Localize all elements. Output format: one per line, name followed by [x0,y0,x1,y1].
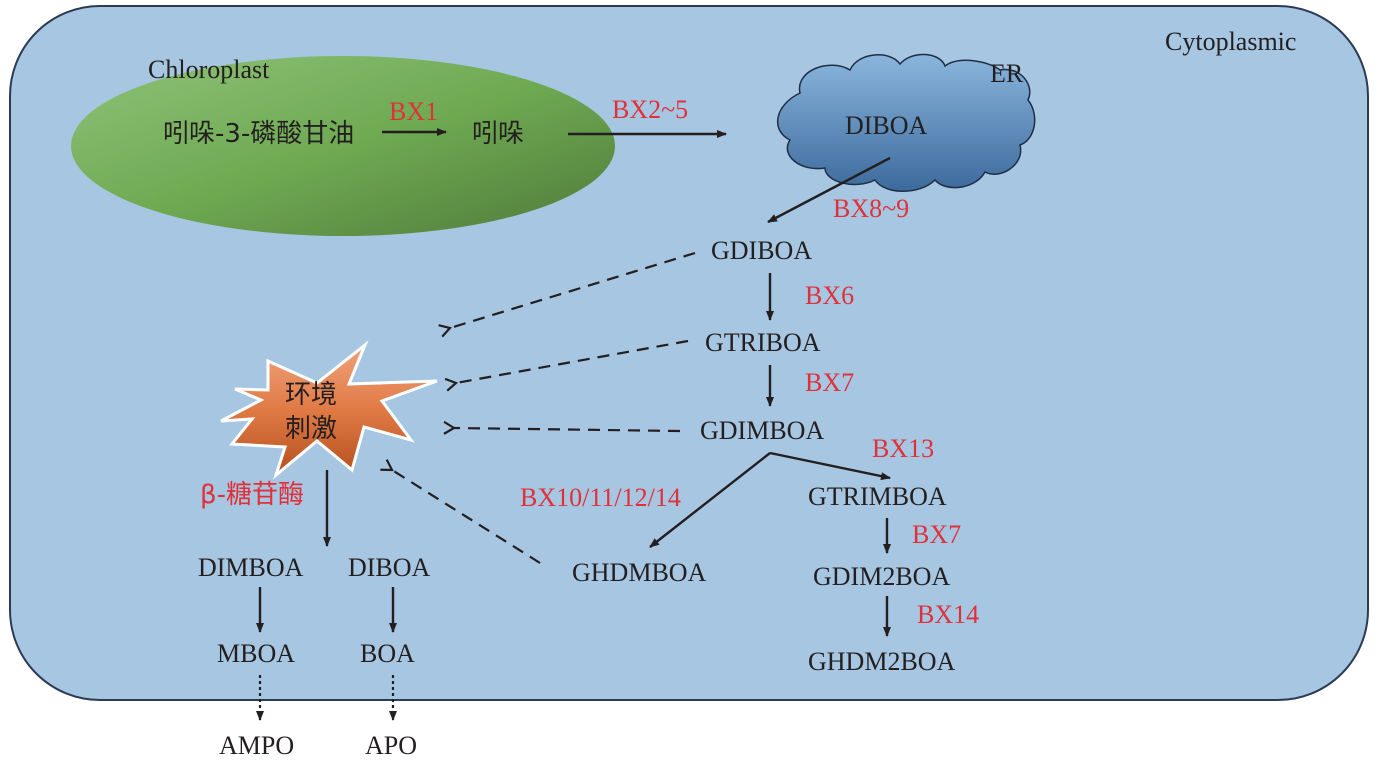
compound-ghdmboa: GHDMBOA [572,558,707,587]
dashed-arrow-ghdmboa [392,470,541,564]
compound-indole: 吲哚 [472,119,524,149]
compound-dimboa: DIMBOA [198,553,304,582]
compound-gdimboa: GDIMBOA [700,416,824,445]
compound-gtrimboa: GTRIMBOA [808,482,947,511]
compound-boa: BOA [360,639,415,668]
stimulus-burst [220,340,438,480]
compound-ampo: AMPO [219,731,294,760]
compound-gdim2boa: GDIM2BOA [813,562,950,591]
compound-diboa-er: DIBOA [845,111,928,140]
arrow-bx13 [769,451,891,481]
enzyme-bx10-14: BX10/11/12/14 [520,483,681,512]
enzyme-bx14: BX14 [917,600,979,629]
cytoplasm-label: Cytoplasmic [1165,27,1296,56]
enzyme-bx6: BX6 [805,281,854,310]
enzyme-bx1: BX1 [389,97,438,126]
arrow-bx8-9 [767,156,891,224]
stimulus-label-line1: 环境 [285,380,337,410]
dashed-arrow-gdimboa [454,428,681,431]
compound-apo: APO [365,731,417,760]
compound-gdiboa: GDIBOA [711,236,812,265]
er-label: ER [990,59,1024,88]
compound-ghdm2boa: GHDM2BOA [808,647,956,676]
enzyme-bx13: BX13 [872,434,934,463]
enzyme-bx8-9: BX8~9 [833,194,909,223]
dashed-arrow-gdiboa [450,251,696,328]
compound-gtriboa: GTRIBOA [705,328,821,357]
chloroplast-compartment [71,56,615,236]
compound-igp: 吲哚-3-磷酸甘油 [163,119,354,149]
er-compartment [776,53,1036,192]
enzyme-bx2-5: BX2~5 [612,95,688,124]
arrow-bx10-14 [649,452,771,548]
stimulus-label-line2: 刺激 [285,414,337,444]
compound-mboa: MBOA [217,639,295,668]
enzyme-bx7-a: BX7 [805,368,854,397]
enzyme-bx7-b: BX7 [912,520,961,549]
chloroplast-label: Chloroplast [148,55,270,84]
enzyme-glucosidase: β-糖苷酶 [200,480,304,510]
compound-diboa: DIBOA [348,553,431,582]
